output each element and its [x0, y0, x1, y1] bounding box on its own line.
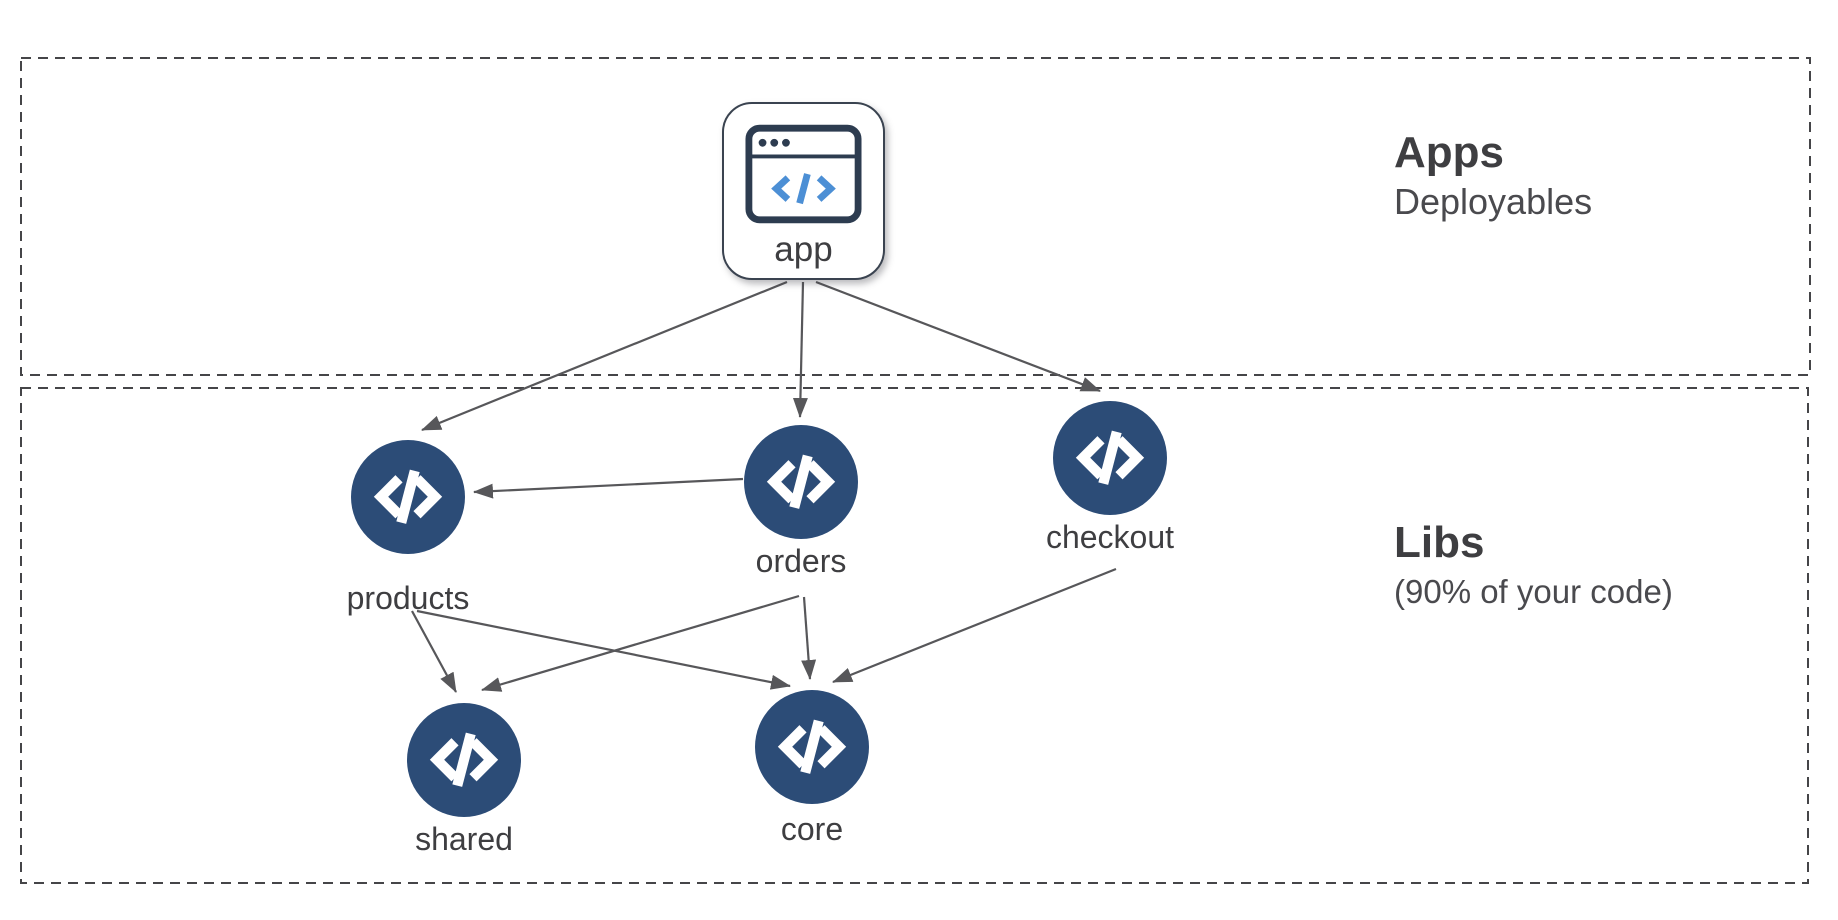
- edge-orders-shared: [481, 594, 800, 692]
- edge-orders-products: [473, 477, 744, 499]
- edge-checkout-core: [832, 567, 1117, 684]
- libs-section-label: Libs (90% of your code): [1394, 518, 1673, 614]
- edge-products-shared: [411, 610, 457, 693]
- edge-products-core: [416, 609, 791, 690]
- apps-section-label: Apps Deployables: [1394, 128, 1592, 224]
- apps-section-title: Apps: [1394, 128, 1504, 177]
- libs-section-title: Libs: [1394, 518, 1485, 567]
- apps-section-subtitle: Deployables: [1394, 181, 1593, 222]
- apps-boundary-box: [20, 57, 1811, 376]
- edge-app-orders: [792, 281, 808, 418]
- libs-section-subtitle: (90% of your code): [1394, 573, 1673, 610]
- libs-boundary-box: [20, 387, 1809, 884]
- edge-orders-core: [801, 596, 817, 680]
- edge-app-products: [421, 280, 788, 432]
- edge-app-checkout: [815, 280, 1101, 393]
